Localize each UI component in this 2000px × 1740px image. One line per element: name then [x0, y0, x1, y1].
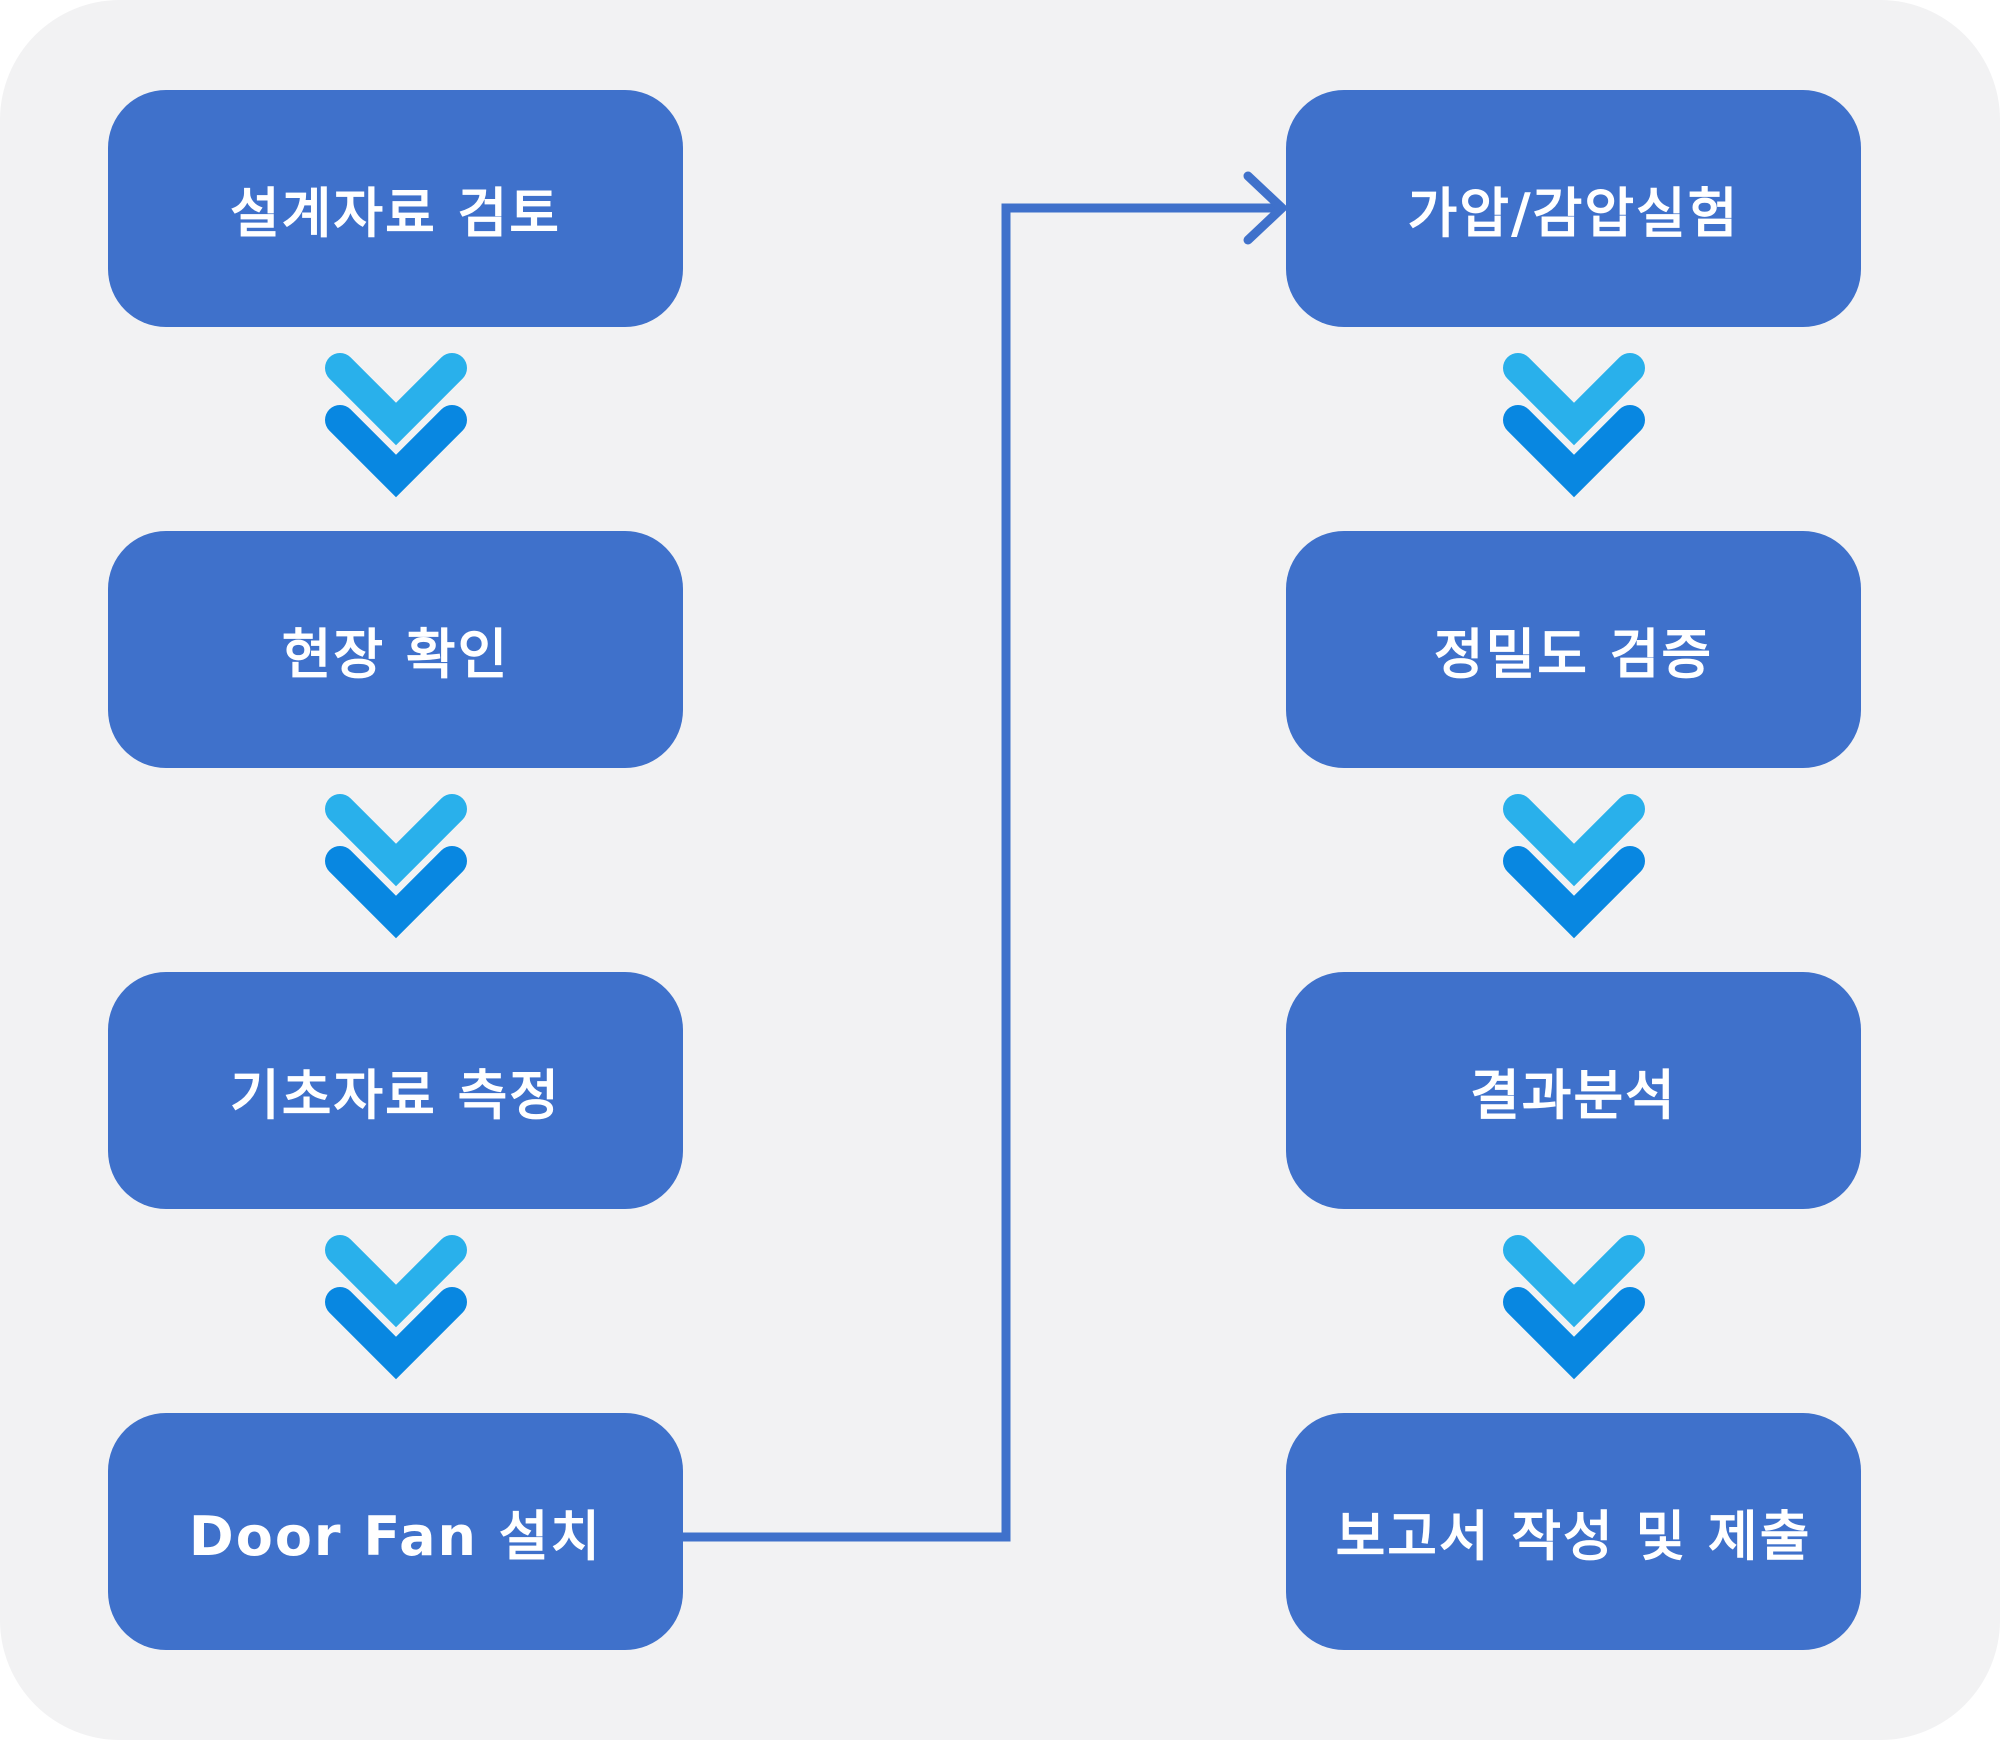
step-label: 설계자료 검토 — [230, 182, 561, 245]
step-label: 결과분석 — [1470, 1064, 1677, 1127]
connector-line — [683, 203, 1278, 1542]
step-label: 현장 확인 — [281, 623, 510, 686]
double-chevron-down-icon — [325, 794, 467, 939]
step-box-report-submission: 보고서 작성 및 제출 — [1286, 1413, 1861, 1650]
step-box-pressurization-test: 가압/감압실험 — [1286, 90, 1861, 327]
step-label: 가압/감압실험 — [1407, 182, 1740, 245]
step-label: Door Fan 설치 — [188, 1505, 603, 1568]
step-label: 정밀도 검증 — [1433, 623, 1714, 686]
step-box-accuracy-verification: 정밀도 검증 — [1286, 531, 1861, 768]
step-box-door-fan-install: Door Fan 설치 — [108, 1413, 683, 1650]
double-chevron-down-icon — [325, 1235, 467, 1380]
double-chevron-down-icon — [1503, 794, 1645, 939]
step-label: 기초자료 측정 — [230, 1064, 561, 1127]
step-label: 보고서 작성 및 제출 — [1335, 1505, 1812, 1568]
step-box-result-analysis: 결과분석 — [1286, 972, 1861, 1209]
step-box-baseline-measurement: 기초자료 측정 — [108, 972, 683, 1209]
double-chevron-down-icon — [1503, 1235, 1645, 1380]
arrow-right-icon — [1243, 171, 1289, 245]
double-chevron-down-icon — [325, 353, 467, 498]
step-box-site-check: 현장 확인 — [108, 531, 683, 768]
step-box-design-review: 설계자료 검토 — [108, 90, 683, 327]
double-chevron-down-icon — [1503, 353, 1645, 498]
